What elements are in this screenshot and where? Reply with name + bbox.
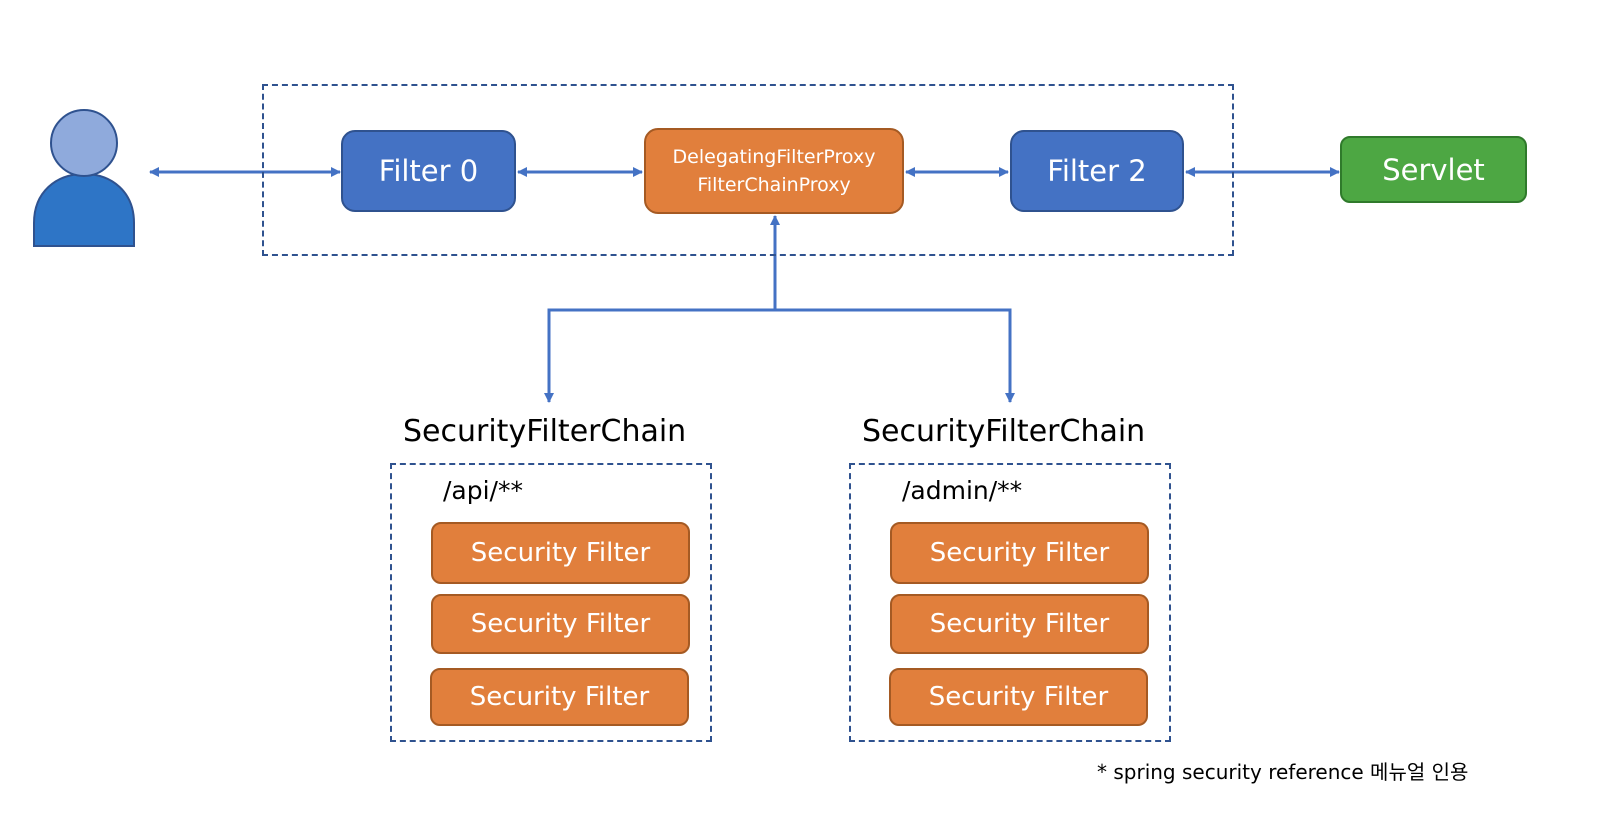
security-filter-label: Security Filter (470, 538, 651, 568)
security-filter-label: Security Filter (469, 682, 650, 712)
chain-admin-security-filter: Security Filter (889, 668, 1148, 726)
chain-admin-container (849, 463, 1171, 742)
chain-api-security-filter: Security Filter (431, 522, 690, 584)
chain-api-container (390, 463, 712, 742)
chain-admin-title: SecurityFilterChain (862, 414, 1146, 449)
filter-0-box: Filter 0 (341, 130, 516, 212)
chain-api-security-filter: Security Filter (431, 594, 690, 654)
chain-api-security-filter: Security Filter (430, 668, 689, 726)
proxy-label-line2: FilterChainProxy (697, 174, 851, 196)
chain-admin-pattern: /admin/** (902, 476, 1023, 505)
chain-api-title: SecurityFilterChain (403, 414, 687, 449)
filter-2-label: Filter 2 (1047, 154, 1147, 188)
chain-admin-security-filter: Security Filter (890, 522, 1149, 584)
filter-2-box: Filter 2 (1010, 130, 1184, 212)
servlet-box: Servlet (1340, 136, 1527, 203)
arrow-split-to-chain-api (544, 308, 775, 403)
chain-api-pattern: /api/** (443, 476, 523, 505)
servlet-label: Servlet (1382, 152, 1485, 187)
footnote: * spring security reference 메뉴얼 인용 (1097, 760, 1469, 784)
arrow-split-to-chain-admin (775, 308, 1015, 403)
proxy-label-line1: DelegatingFilterProxy (672, 146, 876, 168)
delegating-filter-proxy-box: DelegatingFilterProxy FilterChainProxy (644, 128, 904, 214)
security-filter-label: Security Filter (929, 538, 1110, 568)
security-filter-label: Security Filter (929, 609, 1110, 639)
security-filter-label: Security Filter (928, 682, 1109, 712)
user-icon (33, 109, 135, 247)
filter-0-label: Filter 0 (378, 154, 479, 188)
security-filter-label: Security Filter (470, 609, 651, 639)
filter-pipeline-container (262, 84, 1234, 256)
chain-admin-security-filter: Security Filter (890, 594, 1149, 654)
